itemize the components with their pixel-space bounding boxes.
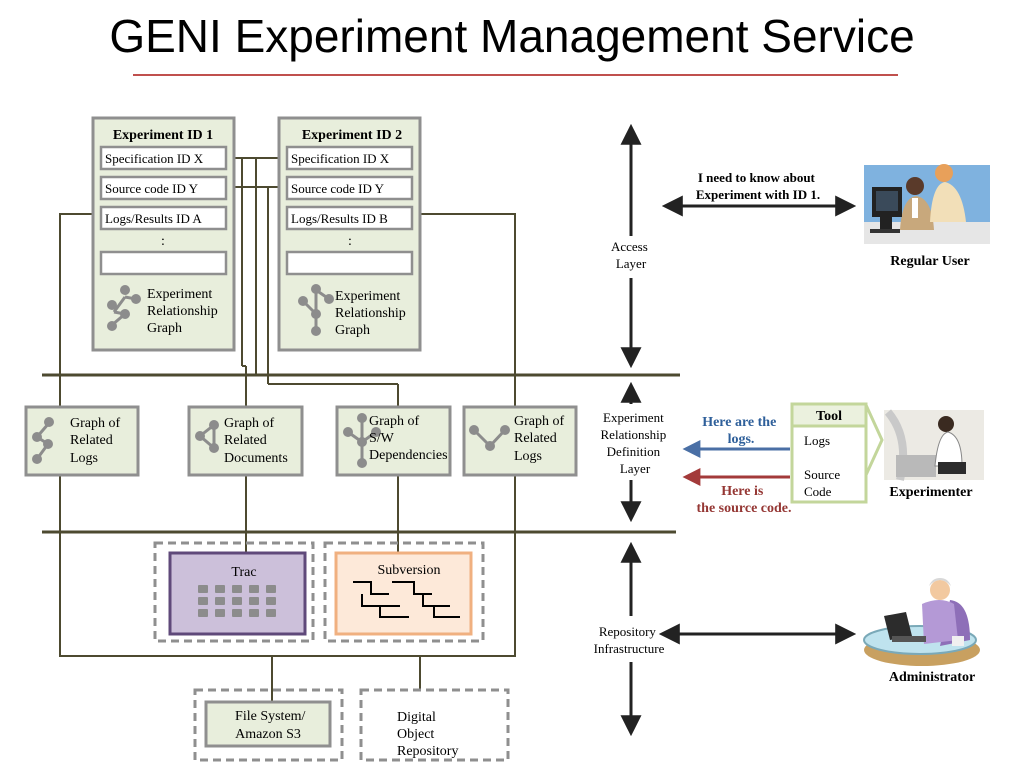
tool-item-source-code[interactable]: Source Code <box>804 467 843 499</box>
field-source: Source code ID Y <box>105 181 199 196</box>
filesystem-label: File System/ Amazon S3 <box>235 709 309 742</box>
access-layer-label: Access Layer <box>611 239 651 271</box>
experimenter-illustration <box>884 409 984 481</box>
tool-panel[interactable]: Tool Logs Source Code <box>790 402 884 504</box>
subversion-tree-icon <box>353 581 460 618</box>
digital-object-repository[interactable]: Digital Object Repository <box>359 688 510 762</box>
regular-user-speech: I need to know about Experiment with ID … <box>696 170 820 202</box>
graph-icon <box>32 417 54 464</box>
graph-label: Experiment Relationship Graph <box>335 289 409 338</box>
administrator-illustration <box>863 578 980 666</box>
definition-layer-label: Experiment Relationship Definition Layer <box>601 410 670 476</box>
experiment-header: Experiment ID 1 <box>113 128 213 143</box>
graph-box-logs-1[interactable]: Graph of Related Logs <box>24 405 140 477</box>
source-message: Here is the source code. <box>697 484 792 516</box>
administrator-section: Administrator <box>658 578 980 685</box>
graph-label: Experiment Relationship Graph <box>147 287 221 336</box>
repository-layer-label: Repository Infrastructure <box>594 624 665 656</box>
digital-object-label: Digital Object Repository <box>397 710 458 759</box>
graph-box-label: Graph of Related Logs <box>70 416 124 466</box>
graph-box-label: Graph of S/W Dependencies <box>369 414 448 463</box>
field-spec: Specification ID X <box>105 151 204 166</box>
experiment-card-1[interactable]: Experiment ID 1 Specification ID X Sourc… <box>91 116 236 352</box>
page-title: GENI Experiment Management Service <box>109 10 914 62</box>
field-source: Source code ID Y <box>291 181 385 196</box>
experimenter-section: Here are the logs. Here is the source co… <box>682 402 984 516</box>
tool-title: Tool <box>816 409 842 424</box>
field-logs: Logs/Results ID A <box>105 211 202 226</box>
logs-message: Here are the logs. <box>702 415 780 447</box>
graph-icon <box>469 425 510 451</box>
subversion-label: Subversion <box>378 563 441 578</box>
graph-box-dependencies[interactable]: Graph of S/W Dependencies <box>335 405 452 477</box>
filesystem-repository[interactable]: File System/ Amazon S3 <box>193 688 344 762</box>
graph-box-documents[interactable]: Graph of Related Documents <box>187 405 304 477</box>
graph-box-logs-2[interactable]: Graph of Related Logs <box>462 405 578 477</box>
graph-icon <box>343 413 381 468</box>
connector-lines <box>59 157 516 702</box>
administrator-name: Administrator <box>889 670 975 685</box>
graph-box-label: Graph of Related Documents <box>224 416 288 466</box>
regular-user-name: Regular User <box>890 254 969 269</box>
trac-grid-icon <box>198 585 276 617</box>
graph-icon <box>195 420 219 453</box>
experiment-card-2[interactable]: Experiment ID 2 Specification ID X Sourc… <box>277 116 422 352</box>
field-empty <box>285 250 414 276</box>
relationship-graph-icon <box>107 285 141 331</box>
field-empty <box>99 250 228 276</box>
field-spec: Specification ID X <box>291 151 390 166</box>
graph-box-label: Graph of Related Logs <box>514 414 568 464</box>
trac-repository[interactable]: Trac <box>153 541 315 643</box>
field-ellipsis: : <box>161 234 165 249</box>
regular-user-section: I need to know about Experiment with ID … <box>661 164 990 269</box>
tool-item-logs[interactable]: Logs <box>804 433 830 448</box>
field-ellipsis: : <box>348 234 352 249</box>
relationship-graph-icon <box>298 284 334 336</box>
experimenter-name: Experimenter <box>889 485 972 500</box>
regular-user-illustration <box>864 164 990 244</box>
field-logs: Logs/Results ID B <box>291 211 388 226</box>
subversion-repository[interactable]: Subversion <box>323 541 485 643</box>
experiment-header: Experiment ID 2 <box>302 128 402 143</box>
trac-label: Trac <box>231 565 256 580</box>
